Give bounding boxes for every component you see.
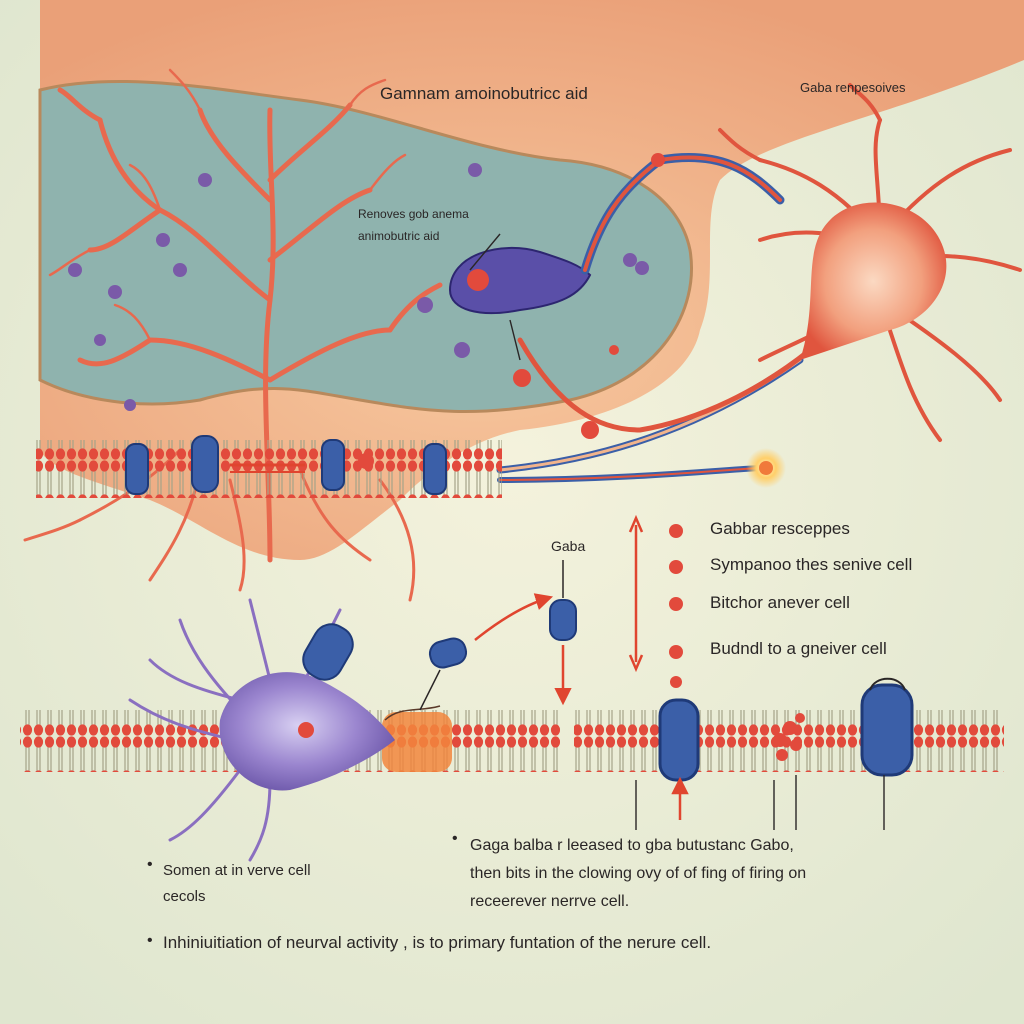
inner-label: Renoves gob anema animobutric aid <box>358 203 469 247</box>
legend-item: Bitchor anever cell <box>710 593 850 612</box>
presynaptic-neuron <box>128 598 395 862</box>
inner-label-line1: Renoves gob anema <box>358 207 469 221</box>
released-vesicle <box>448 246 592 314</box>
bullet-middle-line2: then bits in the clowing ovy of of fing … <box>470 865 807 882</box>
diagram-title: Gamnam amoinobutricc aid <box>380 84 588 103</box>
bullet-bottom: Inhiniuitiation of neurval activity , is… <box>163 933 712 952</box>
bullet-left: Somen at in verve cell cecols <box>163 858 311 910</box>
upper-channels <box>125 435 447 495</box>
legend-item: Sympanoo thes senive cell <box>710 555 913 574</box>
inner-label-line2: animobutric aid <box>358 229 440 243</box>
bullet-marker: • <box>452 830 458 847</box>
lower-membrane-right <box>574 710 1004 772</box>
legend-item: Budndl to a gneiver cell <box>710 639 887 658</box>
gaba-receptors <box>658 677 914 782</box>
bullet-left-line2: cecols <box>163 888 206 905</box>
gaba-vesicles <box>68 163 649 411</box>
bullet-left-line1: Somen at in verve cell <box>163 862 311 879</box>
legend-item: Gabbar resceppes <box>710 519 850 538</box>
gaba-label: Gaba <box>551 538 586 554</box>
legend: Gabbar resceppes Sympanoo thes senive ce… <box>710 519 912 683</box>
bullet-middle: Gaga balba r leeased to gba butustanc Ga… <box>470 832 806 916</box>
receiving-neuron <box>718 83 1022 442</box>
axon-tube <box>496 152 813 483</box>
vesicle-chamber <box>38 79 693 414</box>
bullet-middle-line1: Gaga balba r leeased to gba butustanc Ga… <box>470 837 794 854</box>
legend-dots <box>669 524 683 688</box>
released-gaba <box>419 514 689 820</box>
bullet-middle-line3: receerever nerrve cell. <box>470 893 630 910</box>
bullet-marker: • <box>147 932 153 949</box>
ion-channel-cluster <box>382 705 452 772</box>
corner-label: Gaba renpesoives <box>800 80 906 95</box>
bullet-marker: • <box>147 856 153 873</box>
